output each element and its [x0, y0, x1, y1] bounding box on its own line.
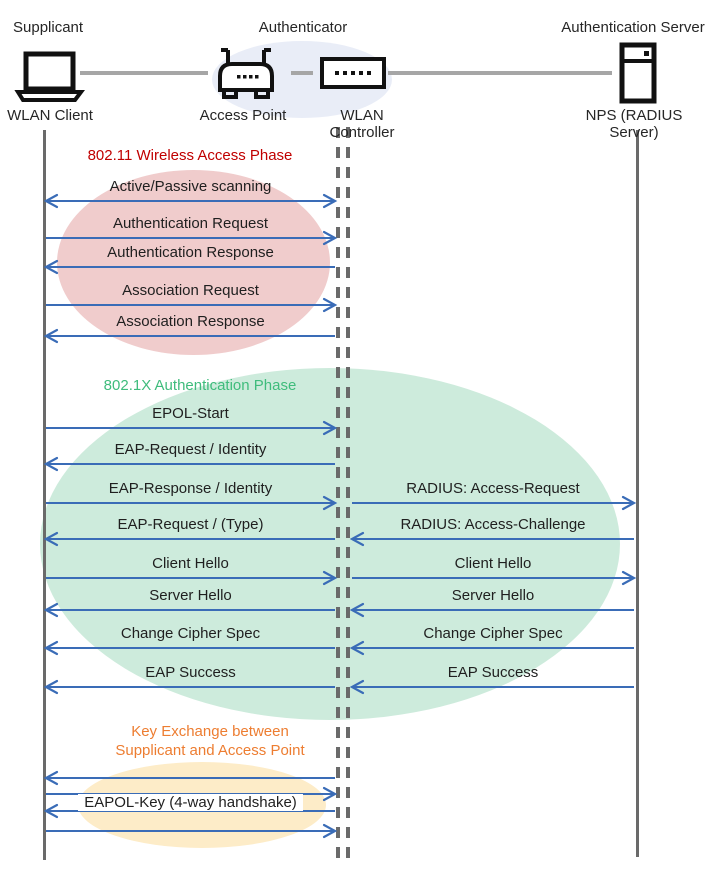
- message-arrow: [349, 602, 365, 618]
- message-arrow: [43, 193, 59, 209]
- nps-radius-server-label: NPS (RADIUS Server): [585, 107, 683, 141]
- message-arrow: [349, 531, 365, 547]
- controller-server-connector: [388, 71, 612, 75]
- message-arrow: [322, 786, 338, 802]
- message-label-text: RADIUS: Access-Challenge: [400, 516, 586, 533]
- supplicant-ap-connector: [80, 71, 208, 75]
- message-arrow: [349, 640, 365, 656]
- message-label: Active/Passive scanning: [46, 179, 335, 195]
- message-arrow: [43, 770, 59, 786]
- key-exchange-title-line2: Supplicant and Access Point: [115, 742, 305, 759]
- message-label: EAP-Request / Identity: [46, 442, 335, 458]
- message-label: Server Hello: [352, 588, 634, 604]
- wlan-client-label: WLAN Client: [7, 107, 93, 124]
- message-arrow: [43, 640, 59, 656]
- server-icon: [619, 42, 657, 104]
- message-arrow: [621, 495, 637, 511]
- ap-controller-connector: [291, 71, 313, 75]
- authenticator-lifeline-right: [346, 127, 350, 862]
- message-label: Change Cipher Spec: [46, 626, 335, 642]
- message-label: EAPOL-Key (4-way handshake): [46, 794, 335, 811]
- message-arrow: [43, 531, 59, 547]
- message-label: Server Hello: [46, 588, 335, 604]
- controller-box-icon: [320, 57, 386, 89]
- supplicant-lifeline: [43, 130, 46, 860]
- message-arrow: [322, 193, 338, 209]
- message-label-text: EAP-Response / Identity: [108, 480, 273, 497]
- message-label: Authentication Request: [46, 216, 335, 232]
- message-label-text: EPOL-Start: [152, 405, 229, 422]
- message-label: Authentication Response: [46, 245, 335, 261]
- message-label-text: EAP Success: [447, 664, 539, 681]
- wlan-controller-label: WLAN Controller: [329, 107, 395, 141]
- message-label-text: Authentication Response: [107, 244, 274, 261]
- message-label: EAP Success: [46, 665, 335, 681]
- access-point-label: Access Point: [199, 107, 287, 124]
- message-label: Association Response: [46, 314, 335, 330]
- laptop-icon: [14, 51, 85, 102]
- message-label: Change Cipher Spec: [352, 626, 634, 642]
- message-arrow: [43, 679, 59, 695]
- message-label-text: EAP-Request / (Type): [117, 516, 264, 533]
- wireless-router-icon: [218, 48, 274, 99]
- supplicant-role-label: Supplicant: [13, 19, 84, 36]
- message-label-text: EAP Success: [145, 664, 236, 681]
- message-label: EAP-Response / Identity: [46, 481, 335, 497]
- message-label-text: Server Hello: [149, 587, 232, 604]
- phase-80211-title: 802.11 Wireless Access Phase: [87, 147, 293, 164]
- message-arrow: [43, 456, 59, 472]
- message-label-text: Server Hello: [451, 587, 535, 604]
- message-label-text: Change Cipher Spec: [120, 625, 261, 642]
- message-arrow: [349, 679, 365, 695]
- phase-8021x-title: 802.1X Authentication Phase: [103, 377, 297, 394]
- authenticator-lifeline-left: [336, 127, 340, 862]
- message-label: EAP Success: [352, 665, 634, 681]
- message-label: Client Hello: [46, 556, 335, 572]
- message-label: RADIUS: Access-Challenge: [352, 517, 634, 533]
- key-exchange-title: Key Exchange between Supplicant and Acce…: [60, 722, 360, 760]
- authentication-server-role-label: Authentication Server: [561, 19, 705, 36]
- message-arrow: [43, 803, 59, 819]
- message-label: EAP-Request / (Type): [46, 517, 335, 533]
- message-arrow: [621, 570, 637, 586]
- message-label-text: Change Cipher Spec: [423, 625, 563, 642]
- message-label: Association Request: [46, 283, 335, 299]
- message-label-text: Association Response: [116, 313, 265, 330]
- message-label: EPOL-Start: [46, 406, 335, 422]
- authenticator-role-label: Authenticator: [258, 19, 348, 36]
- message-label-text: Active/Passive scanning: [109, 178, 272, 195]
- message-label: Client Hello: [352, 556, 634, 572]
- message-arrow: [322, 420, 338, 436]
- message-arrow: [322, 495, 338, 511]
- message-label-text: RADIUS: Access-Request: [406, 480, 580, 497]
- message-arrow: [322, 823, 338, 839]
- message-label-text: Authentication Request: [112, 215, 269, 232]
- message-label-text: Client Hello: [454, 555, 532, 572]
- message-arrow: [43, 328, 59, 344]
- message-label-text: EAP-Request / Identity: [114, 441, 267, 458]
- message-arrow: [322, 297, 338, 313]
- message-label-text: Association Request: [122, 282, 259, 299]
- message-arrow: [322, 230, 338, 246]
- message-label-text: Client Hello: [152, 555, 229, 572]
- message-arrow: [322, 570, 338, 586]
- message-arrow: [43, 259, 59, 275]
- phase-8021x-ellipse: [40, 368, 620, 720]
- message-arrow: [43, 602, 59, 618]
- key-exchange-title-line1: Key Exchange between: [131, 723, 289, 740]
- server-lifeline: [636, 130, 639, 857]
- message-label-text: EAPOL-Key (4-way handshake): [78, 794, 303, 811]
- message-label: RADIUS: Access-Request: [352, 481, 634, 497]
